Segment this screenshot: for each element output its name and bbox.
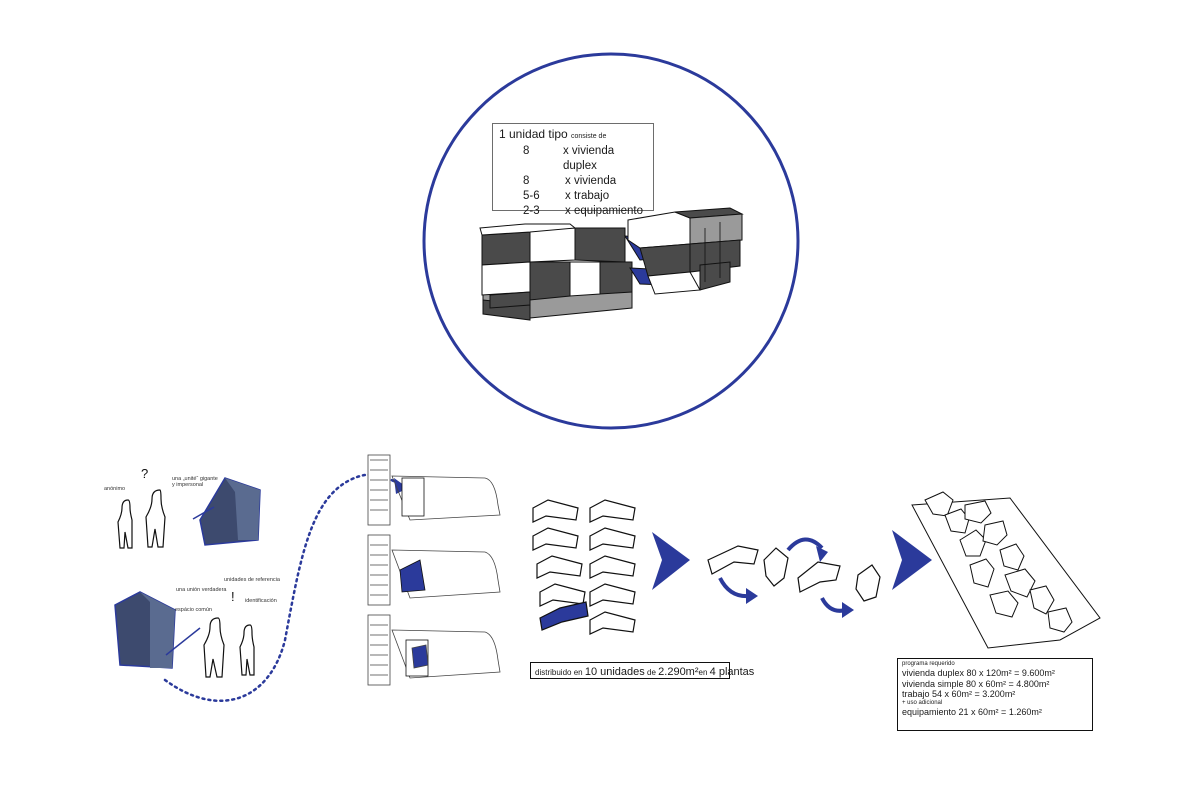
people-silhouettes-bottom (203, 617, 255, 678)
dist-area: 2.290m² (658, 666, 699, 678)
dist-floors: 4 plantas (709, 666, 755, 678)
unit-modules-grid (532, 499, 636, 635)
pointer-line-top (192, 506, 215, 520)
unit-title-row: 1 unidad tipo consiste de (499, 127, 647, 144)
annot-union: una unión verdadera (176, 587, 227, 593)
unit-row-count: 8 (523, 175, 530, 187)
annot-anonimo: anónimo (104, 486, 126, 492)
program-box: programa requerido vivienda duplex 80 x … (897, 658, 1093, 731)
annot-unite-1: una „unité“ gigante (172, 476, 218, 482)
unit-title: 1 unidad tipo (499, 127, 568, 141)
annot-unite-2: y impersonal (172, 482, 204, 488)
site-plan-2 (367, 534, 501, 606)
unit-row: 8 x vivienda duplex (499, 144, 647, 174)
annot-unidades-referencia: unidades de referencia (224, 577, 280, 583)
unit-row-label: x vivienda (565, 175, 617, 187)
unit-row-label: x equipamiento (565, 205, 643, 217)
annot-identificacion: identificación (245, 598, 277, 604)
site-plan-1 (367, 454, 501, 526)
unit-circle (422, 52, 800, 430)
dist-mid: de (647, 668, 656, 677)
curved-arrowheads (746, 546, 854, 618)
unit-row-count: 5-6 (523, 190, 540, 202)
unit-title-suffix: consiste de (570, 133, 607, 140)
pointer-line-bottom (165, 627, 201, 656)
building-top (199, 477, 261, 546)
site-plan-3 (367, 614, 501, 686)
program-row: trabajo 54 x 60m² = 3.200m² (902, 689, 1016, 699)
unit-block-model (479, 207, 744, 321)
people-silhouettes-top (117, 489, 166, 549)
dist-mid2: en (698, 668, 708, 677)
program-extra: + uso adicional (902, 699, 943, 706)
annot-espacio: espácio común (175, 607, 212, 613)
chevron-arrow-1 (652, 532, 690, 590)
chevron-arrow-2 (892, 530, 932, 590)
building-bottom (114, 591, 176, 669)
distribution-box: distribuido en 10 unidades de 2.290m²en … (530, 662, 754, 679)
unit-row-label: x vivienda duplex (562, 145, 615, 172)
program-heading: programa requerido (902, 661, 955, 667)
annot-exclaim: ! (231, 589, 235, 604)
unit-row: 2-3 x equipamiento (499, 204, 647, 219)
dist-count: 10 unidades (584, 666, 645, 678)
program-row-last: equipamiento 21 x 60m² = 1.260m² (902, 706, 1042, 717)
module-transform (707, 545, 881, 602)
unit-composition-box: 1 unidad tipo consiste de 8 x vivienda d… (492, 123, 654, 217)
dist-prefix: distribuido en (535, 668, 583, 677)
unit-row-count: 2-3 (523, 205, 540, 217)
unit-row: 5-6 x trabajo (499, 189, 647, 204)
program-row: vivienda duplex 80 x 120m² = 9.600m² (902, 668, 1055, 678)
final-site-plan (911, 491, 1101, 649)
unit-row-count: 8 (523, 145, 530, 157)
unit-row: 8 x vivienda (499, 174, 647, 189)
unit-row-label: x trabajo (565, 190, 610, 202)
dotted-path (163, 473, 402, 703)
annot-question: ? (141, 466, 149, 481)
program-row: vivienda simple 80 x 60m² = 4.800m² (902, 678, 1050, 689)
